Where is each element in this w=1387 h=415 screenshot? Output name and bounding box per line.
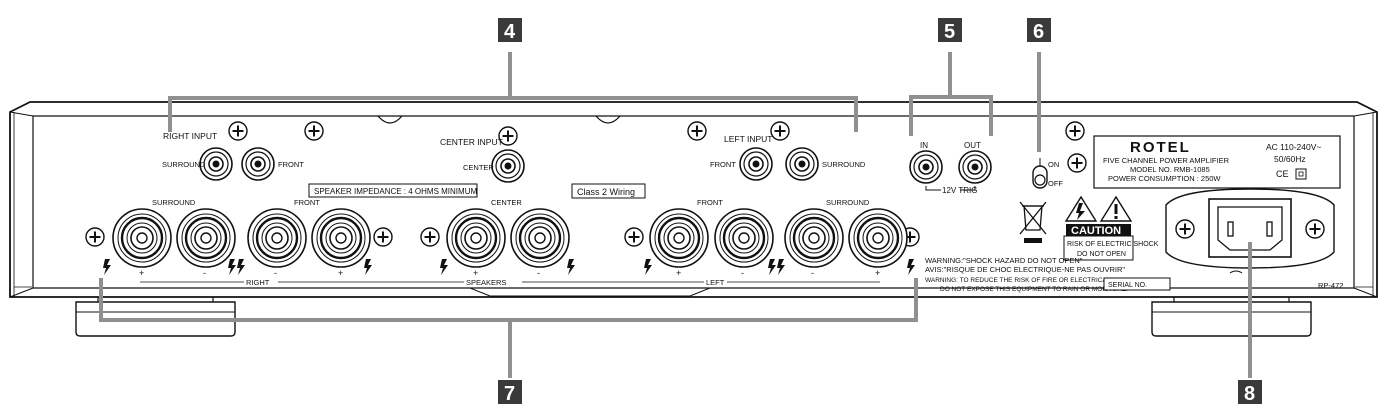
left-group-label: LEFT (706, 278, 725, 287)
trigger-switch (1032, 158, 1048, 189)
brand-logo: ROTEL (1130, 139, 1191, 156)
nameplate-line1: FIVE CHANNEL POWER AMPLIFIER (1103, 156, 1230, 165)
polarity-mark: - (203, 268, 206, 278)
polarity-mark: + (338, 268, 343, 278)
right-input-label: RIGHT INPUT (163, 131, 217, 141)
shock-warning-icon (1064, 195, 1098, 222)
trigger-in-label: IN (920, 141, 928, 150)
double-insulation-icon (1295, 168, 1307, 180)
caution-line1: RISK OF ELECTRIC SHOCK (1067, 241, 1159, 248)
rca-center (491, 149, 525, 183)
warning-line3: WARNING: TO REDUCE THE RISK OF FIRE OR E… (925, 277, 1137, 284)
left-front-label: FRONT (710, 160, 736, 169)
right-foot (1151, 292, 1312, 337)
polarity-mark: + (473, 268, 478, 278)
speakers-group-label: SPEAKERS (466, 278, 506, 287)
right-surround-label: SURROUND (162, 160, 206, 169)
polarity-mark: - (811, 268, 814, 278)
post-center-plus (445, 207, 507, 269)
nameplate-line3: POWER CONSUMPTION : 250W (1108, 174, 1221, 183)
callout-5-label: 5 (944, 21, 955, 43)
nameplate-line2: MODEL NO. RMB-1085 (1130, 165, 1210, 174)
trigger-out-label: OUT (964, 141, 981, 150)
caution-line2: DO NOT OPEN (1077, 251, 1126, 258)
callout-7-label: 7 (504, 383, 515, 405)
callout-8-label: 8 (1244, 383, 1255, 405)
caution-label: CAUTION RISK OF ELECTRIC SHOCK DO NOT OP… (1063, 195, 1159, 261)
warning-line2: AVIS:"RISQUE DE CHOC ELECTRIQUE-NE PAS O… (925, 265, 1125, 274)
callout-4-label: 4 (504, 21, 516, 43)
class2-box (571, 183, 646, 199)
callout-5: 5 (909, 18, 993, 136)
switch-off-label: OFF (1048, 179, 1063, 188)
post-front-l-minus (713, 207, 775, 269)
polarity-mark: + (676, 268, 681, 278)
post-surround-l-minus (783, 207, 845, 269)
trigger-in-jack (909, 150, 943, 184)
trigger-out-jack (958, 150, 992, 184)
right-group-label: RIGHT (246, 278, 270, 287)
ac-power-inlet (1165, 188, 1335, 274)
spk-surround-l-label: SURROUND (826, 198, 870, 207)
rca-left-front (739, 147, 773, 181)
post-front-l-plus (648, 207, 710, 269)
warning-line4: DO NOT EXPOSE THIS EQUIPMENT TO RAIN OR … (940, 286, 1128, 293)
post-surround-r-plus (111, 207, 173, 269)
callout-6-label: 6 (1033, 21, 1044, 43)
frequency-rating: 50/60Hz (1274, 154, 1306, 164)
trigger-group-label: 12V TRIG (942, 186, 977, 195)
polarity-labels: + - - + + - + - - + (139, 268, 880, 278)
warning-line1: WARNING:"SHOCK HAZARD DO NOT OPEN" (925, 256, 1083, 265)
polarity-mark: + (875, 268, 880, 278)
caution-title: CAUTION (1071, 225, 1121, 237)
spk-front-r-label: FRONT (294, 198, 320, 207)
left-input-label: LEFT INPUT (724, 134, 773, 144)
callout-4: 4 (168, 18, 858, 132)
post-front-r-minus (246, 207, 308, 269)
polarity-mark: - (741, 268, 744, 278)
post-front-r-plus (310, 207, 372, 269)
post-surround-r-minus (175, 207, 237, 269)
polarity-mark: - (537, 268, 540, 278)
spk-surround-r-label: SURROUND (152, 198, 196, 207)
serial-box (1103, 277, 1171, 291)
center-label: CENTER (463, 163, 494, 172)
model-code: RP-472 (1318, 281, 1343, 290)
rca-left-surround (785, 147, 819, 181)
spk-front-l-label: FRONT (697, 198, 723, 207)
ac-rating: AC 110-240V~ (1266, 142, 1321, 152)
impedance-label: SPEAKER IMPEDANCE : 4 OHMS MINIMUM (314, 187, 477, 196)
post-surround-l-plus (847, 207, 909, 269)
post-center-minus (509, 207, 571, 269)
polarity-mark: + (139, 268, 144, 278)
switch-on-label: ON (1048, 160, 1059, 169)
callout-8: 8 (1238, 242, 1262, 405)
center-input-label: CENTER INPUT (440, 137, 503, 147)
class2-label: Class 2 Wiring (577, 187, 635, 197)
callout-6: 6 (1027, 18, 1051, 152)
impedance-box (308, 183, 478, 198)
serial-label: SERIAL NO. (1108, 282, 1147, 289)
polarity-mark: - (274, 268, 277, 278)
left-surround-label: SURROUND (822, 160, 866, 169)
weee-bin-icon (1019, 201, 1047, 243)
spk-center-label: CENTER (491, 198, 522, 207)
right-front-label: FRONT (278, 160, 304, 169)
callout-7: 7 (99, 278, 918, 405)
ce-mark: CE (1276, 169, 1289, 179)
rca-right-front (241, 147, 275, 181)
